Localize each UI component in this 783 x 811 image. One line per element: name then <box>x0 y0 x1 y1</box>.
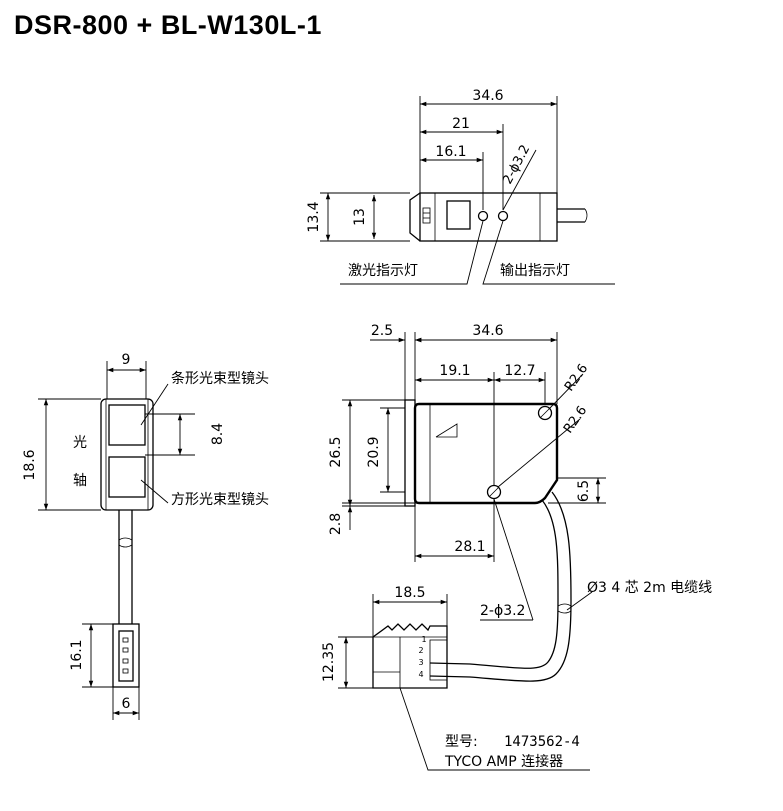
front-dim-2-5: 2.5 <box>371 323 393 339</box>
top-view-display <box>446 200 471 230</box>
mount-hole-top-icon <box>537 405 553 421</box>
side-view: 9 18.6 光 轴 8.4 条形光束型镜头 方形光束型镜头 16.1 6 <box>22 352 269 720</box>
front-dim-6-5: 6.5 <box>576 480 592 502</box>
front-view-body <box>413 402 559 505</box>
connector-body <box>372 623 448 689</box>
connector-pin-slot <box>118 630 134 682</box>
top-view: 34.6 21 16.1 2-ϕ3.2 13.4 13 激光指示灯 输出指示灯 <box>306 88 615 285</box>
connector-view: 1 2 3 4 18.5 12.35 型号: 1473562-4 TYCO AM… <box>321 585 590 771</box>
laser-indicator-label: 激光指示灯 <box>348 262 418 279</box>
connector-pin-3: 3 <box>418 658 423 667</box>
side-view-body <box>100 398 154 511</box>
front-view-arrow-mark <box>435 423 458 438</box>
front-dim-20-9: 20.9 <box>366 436 382 467</box>
mount-hole-bottom-icon <box>486 484 502 500</box>
front-dim-radius-mid: R2.6 <box>561 403 590 436</box>
top-dim-height-outer: 13.4 <box>306 201 322 232</box>
top-dim-height-inner: 13 <box>352 208 368 226</box>
front-view-left-plate <box>404 399 416 507</box>
strip-lens-label: 条形光束型镜头 <box>171 370 269 387</box>
optical-axis-label-2: 轴 <box>73 473 87 489</box>
side-dim-6: 6 <box>122 696 131 712</box>
connector-maker-label: TYCO AMP 连接器 <box>444 753 563 770</box>
top-view-latch <box>422 207 431 224</box>
front-dim-radius-top: R2.6 <box>562 361 591 394</box>
connector-dim-12-35: 12.35 <box>321 642 337 682</box>
top-view-left-cap <box>409 192 421 242</box>
square-lens-label: 方形光束型镜头 <box>171 492 269 508</box>
cable-label: Ø3 4 芯 2m 电缆线 <box>587 580 712 596</box>
front-view-cable <box>429 499 559 669</box>
connector-pin-2: 2 <box>418 646 423 655</box>
front-dim-19-1: 19.1 <box>439 363 470 379</box>
connector-model-number: 1473562-4 <box>504 734 580 750</box>
side-view-connector <box>112 623 140 688</box>
side-dim-16-1: 16.1 <box>69 639 85 670</box>
strip-lens <box>108 404 146 446</box>
output-indicator-icon <box>497 210 509 222</box>
connector-pin-4: 4 <box>418 670 423 679</box>
front-dim-width: 34.6 <box>472 323 503 339</box>
square-lens <box>108 456 146 498</box>
top-dim-width: 34.6 <box>472 88 503 104</box>
top-dim-21: 21 <box>452 116 470 132</box>
side-dim-8-4: 8.4 <box>210 423 226 445</box>
front-dim-12-7: 12.7 <box>504 363 535 379</box>
connector-pin-1: 1 <box>421 635 426 644</box>
side-dim-width: 9 <box>122 352 131 368</box>
top-view-body <box>419 192 558 242</box>
front-dim-holes: 2-ϕ3.2 <box>480 603 525 619</box>
laser-indicator-icon <box>477 210 489 222</box>
front-dim-28-1: 28.1 <box>454 539 485 555</box>
front-view: 2.5 34.6 19.1 12.7 R2.6 R2.6 26.5 20.9 2… <box>328 323 712 682</box>
optical-axis-label-1: 光 <box>73 435 87 451</box>
front-dim-2-8: 2.8 <box>328 513 344 535</box>
output-indicator-label: 输出指示灯 <box>500 263 570 279</box>
front-dim-26-5: 26.5 <box>328 436 344 467</box>
connector-model-label: 型号: <box>445 734 478 750</box>
page-title: DSR-800 + BL-W130L-1 <box>14 10 322 40</box>
connector-dim-18-5: 18.5 <box>394 585 425 601</box>
top-dim-16-1: 16.1 <box>435 144 466 160</box>
side-dim-total: 18.6 <box>22 449 38 480</box>
